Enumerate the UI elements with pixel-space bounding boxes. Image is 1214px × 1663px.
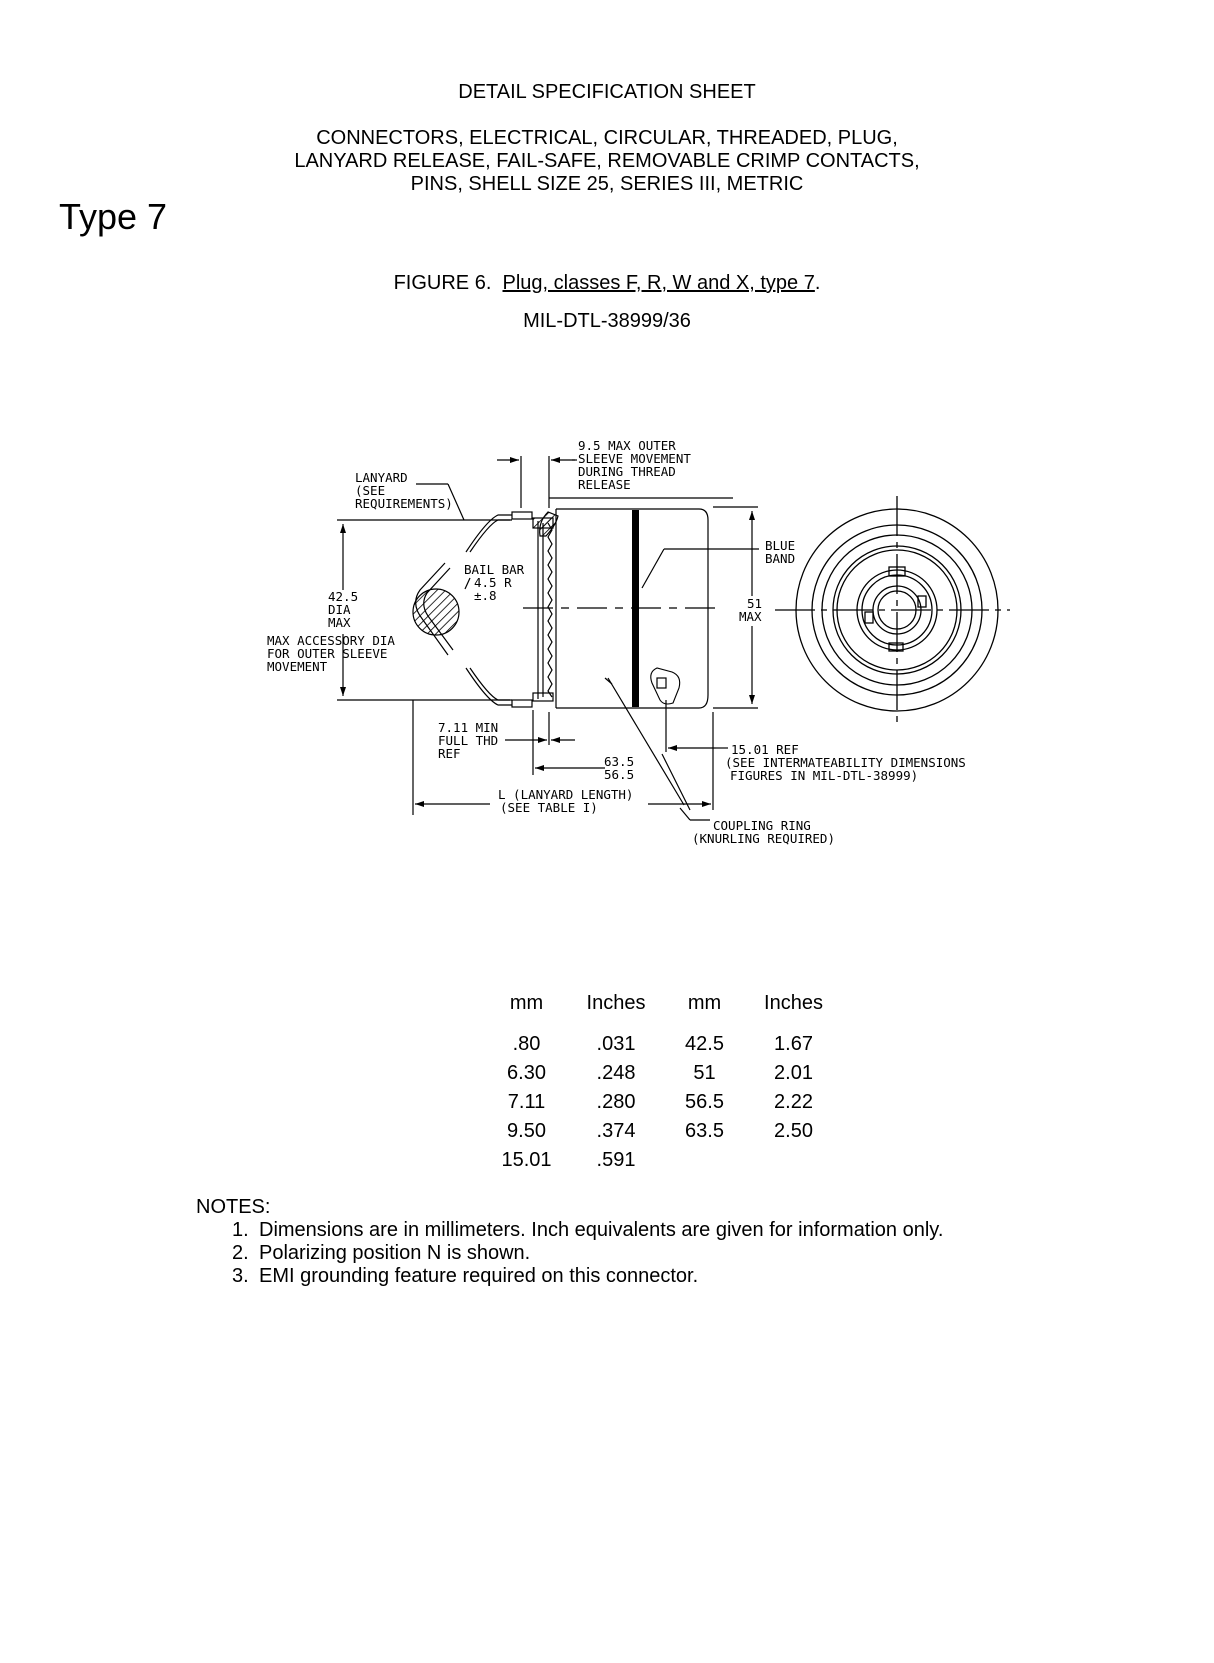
note-number: 2. — [232, 1242, 249, 1264]
coupling-ring-body — [556, 508, 709, 709]
table-cell: 51 — [693, 1062, 716, 1084]
dia-label-3: MAX — [328, 615, 351, 630]
table-cell: .280 — [596, 1091, 636, 1113]
table-cell: .248 — [596, 1062, 636, 1084]
table-cell: 15.01 — [501, 1149, 552, 1171]
dia-label-2: DIA — [328, 602, 351, 617]
ref-1501-label-2: (SEE INTERMATEABILITY DIMENSIONS — [725, 755, 966, 770]
table-row: .80 .031 42.5 1.67 — [488, 1030, 845, 1059]
figure-title: Plug, classes F, R, W and X, type 7 — [502, 272, 815, 294]
sleeve-label-3: DURING THREAD — [578, 464, 676, 479]
table-row: 15.01 .591 — [488, 1146, 845, 1175]
full-thd-label-2: FULL THD — [438, 733, 498, 748]
length-63-label-2: 56.5 — [604, 767, 634, 782]
sleeve-label-4: RELEASE — [578, 477, 631, 492]
bail-bar-label-3: ±.8 — [474, 588, 497, 603]
table-row: 7.11 .280 56.5 2.22 — [488, 1088, 845, 1117]
dia-label-1: 42.5 — [328, 589, 358, 604]
note-text: Dimensions are in millimeters. Inch equi… — [259, 1219, 944, 1241]
table-cell: 6.30 — [507, 1062, 546, 1084]
type-label: Type 7 — [59, 196, 168, 237]
table-cell — [667, 1146, 742, 1175]
table-cell: 2.01 — [774, 1062, 813, 1084]
header-inches-2: Inches — [764, 991, 823, 1014]
end-view — [775, 496, 1010, 728]
table-cell: 9.50 — [507, 1120, 546, 1142]
document-number: MIL-DTL-38999/36 — [523, 310, 691, 332]
header-inches-1: Inches — [586, 991, 646, 1014]
table-cell: 1.67 — [774, 1033, 813, 1055]
subtitle-line-1: CONNECTORS, ELECTRICAL, CIRCULAR, THREAD… — [316, 127, 898, 149]
figure-caption: FIGURE 6. Plug, classes F, R, W and X, t… — [0, 272, 1214, 295]
note-number: 1. — [232, 1219, 249, 1241]
lanyard-label-1: LANYARD — [355, 470, 408, 485]
ref-1501-label-1: 15.01 REF — [731, 742, 799, 757]
table-cell: .031 — [596, 1033, 636, 1055]
full-thd-label-3: REF — [438, 746, 461, 761]
lanyard-label-3: REQUIREMENTS) — [355, 496, 453, 511]
coupling-ring-label-1: COUPLING RING — [713, 818, 811, 833]
note-item: 1. Dimensions are in millimeters. Inch eq… — [196, 1219, 943, 1242]
bail-bar-label-1: BAIL BAR — [464, 562, 525, 577]
sleeve-label-2: SLEEVE MOVEMENT — [578, 451, 691, 466]
note-item: 2. Polarizing position N is shown. — [196, 1242, 943, 1265]
table-cell: 42.5 — [685, 1033, 724, 1055]
note-number: 3. — [232, 1265, 249, 1287]
max51-label-1: 51 — [747, 596, 762, 611]
length-63-label-1: 63.5 — [604, 754, 634, 769]
sheet-title: DETAIL SPECIFICATION SHEET — [458, 81, 756, 103]
accessory-label-3: MOVEMENT — [267, 659, 328, 674]
header-mm-2: mm — [687, 991, 722, 1014]
ref-1501-label-3: FIGURES IN MIL-DTL-38999) — [730, 768, 918, 783]
notes-section: NOTES: 1. Dimensions are in millimeters. … — [196, 1196, 943, 1288]
accessory-label-2: FOR OUTER SLEEVE — [267, 646, 387, 661]
subtitle-line-2: LANYARD RELEASE, FAIL-SAFE, REMOVABLE CR… — [294, 150, 920, 172]
lanyard-label-2: (SEE — [355, 483, 385, 498]
lanyard-length-label-2: (SEE TABLE I) — [500, 800, 598, 815]
note-text: EMI grounding feature required on this c… — [259, 1265, 699, 1287]
blue-band — [632, 510, 639, 707]
drawing-labels: LANYARD (SEE REQUIREMENTS) 9.5 MAX OUTER… — [267, 438, 966, 846]
coupling-ring-label-2: (KNURLING REQUIRED) — [692, 831, 835, 846]
table-cell: 2.22 — [774, 1091, 813, 1113]
table-cell — [742, 1146, 845, 1175]
conversion-table: mm Inches mm Inches .80 .031 42.5 1.67 6… — [488, 988, 845, 1175]
table-cell: .80 — [512, 1033, 541, 1055]
header-mm-1: mm — [509, 991, 544, 1014]
bail-bar-label-2: 4.5 R — [474, 575, 512, 590]
notes-heading: NOTES: — [196, 1196, 271, 1218]
blue-band-label-2: BAND — [765, 551, 795, 566]
table-cell: .374 — [596, 1120, 636, 1142]
table-row: 9.50 .374 63.5 2.50 — [488, 1117, 845, 1146]
blue-band-label-1: BLUE — [765, 538, 795, 553]
table-cell: .591 — [596, 1149, 636, 1171]
note-text: Polarizing position N is shown. — [259, 1242, 531, 1264]
table-cell: 7.11 — [507, 1091, 546, 1113]
table-cell: 2.50 — [774, 1120, 813, 1142]
full-thd-label-1: 7.11 MIN — [438, 720, 498, 735]
accessory-label-1: MAX ACCESSORY DIA — [267, 633, 395, 648]
table-row: 6.30 .248 51 2.01 — [488, 1059, 845, 1088]
note-item: 3. EMI grounding feature required on this… — [196, 1265, 943, 1288]
lanyard-length-label-1: L (LANYARD LENGTH) — [498, 787, 633, 802]
table-cell: 56.5 — [685, 1091, 724, 1113]
figure-number: FIGURE 6. — [393, 272, 492, 294]
sleeve-label-1: 9.5 MAX OUTER — [578, 438, 676, 453]
subtitle-line-3: PINS, SHELL SIZE 25, SERIES III, METRIC — [410, 173, 804, 195]
max51-label-2: MAX — [739, 609, 762, 624]
table-cell: 63.5 — [685, 1120, 724, 1142]
figure-caption-period: . — [814, 272, 821, 294]
